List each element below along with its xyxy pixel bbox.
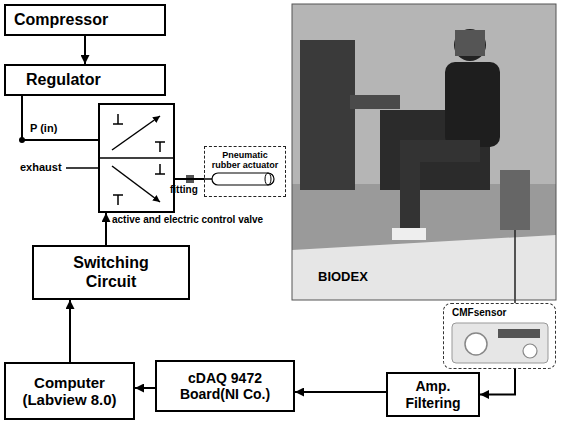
- compressor-box: Compressor: [4, 4, 166, 36]
- connector: [480, 369, 515, 395]
- box-label: Compressor: [14, 11, 108, 29]
- photo: [292, 4, 556, 300]
- switching-circuit-box: Switching Circuit: [32, 245, 190, 300]
- connector: [175, 178, 204, 180]
- computer-box: Computer (Labview 8.0): [4, 362, 135, 420]
- box-label: Pneumatic rubber actuator: [209, 150, 281, 171]
- connector: [69, 300, 71, 362]
- box-label: Switching Circuit: [61, 254, 161, 291]
- sensor-image: [452, 323, 548, 363]
- daq-board-box: cDAQ 9472 Board(NI Co.): [155, 360, 295, 412]
- exhaust-port: [66, 167, 98, 169]
- control-valve: active and electric control valve: [98, 103, 175, 213]
- connector: [84, 36, 86, 64]
- box-label: CMFsensor: [452, 307, 506, 319]
- port-label: exhaust: [20, 161, 62, 174]
- photo-frame: [292, 4, 556, 300]
- fitting-label: fitting: [170, 184, 198, 196]
- port-label: P (in): [30, 122, 57, 135]
- box-label: Amp. Filtering: [398, 378, 468, 410]
- connector: [295, 391, 386, 393]
- brand-text: BIODEX: [316, 270, 370, 285]
- valve-symbol: [98, 114, 175, 205]
- sensor-callout: CMFsensor: [443, 303, 556, 369]
- connector: [135, 387, 155, 389]
- box-label: Computer (Labview 8.0): [15, 374, 125, 409]
- connector: [22, 96, 98, 140]
- regulator-box: Regulator: [4, 64, 166, 96]
- box-label: Regulator: [26, 71, 101, 89]
- tube-stub: [204, 178, 212, 180]
- valve-caption: active and electric control valve: [112, 214, 263, 226]
- actuator-cylinder: [212, 173, 274, 185]
- amp-filter-box: Amp. Filtering: [386, 372, 480, 417]
- actuator-box: Pneumatic rubber actuator: [204, 146, 286, 197]
- box-label: cDAQ 9472 Board(NI Co.): [170, 370, 280, 402]
- connector: [105, 213, 107, 245]
